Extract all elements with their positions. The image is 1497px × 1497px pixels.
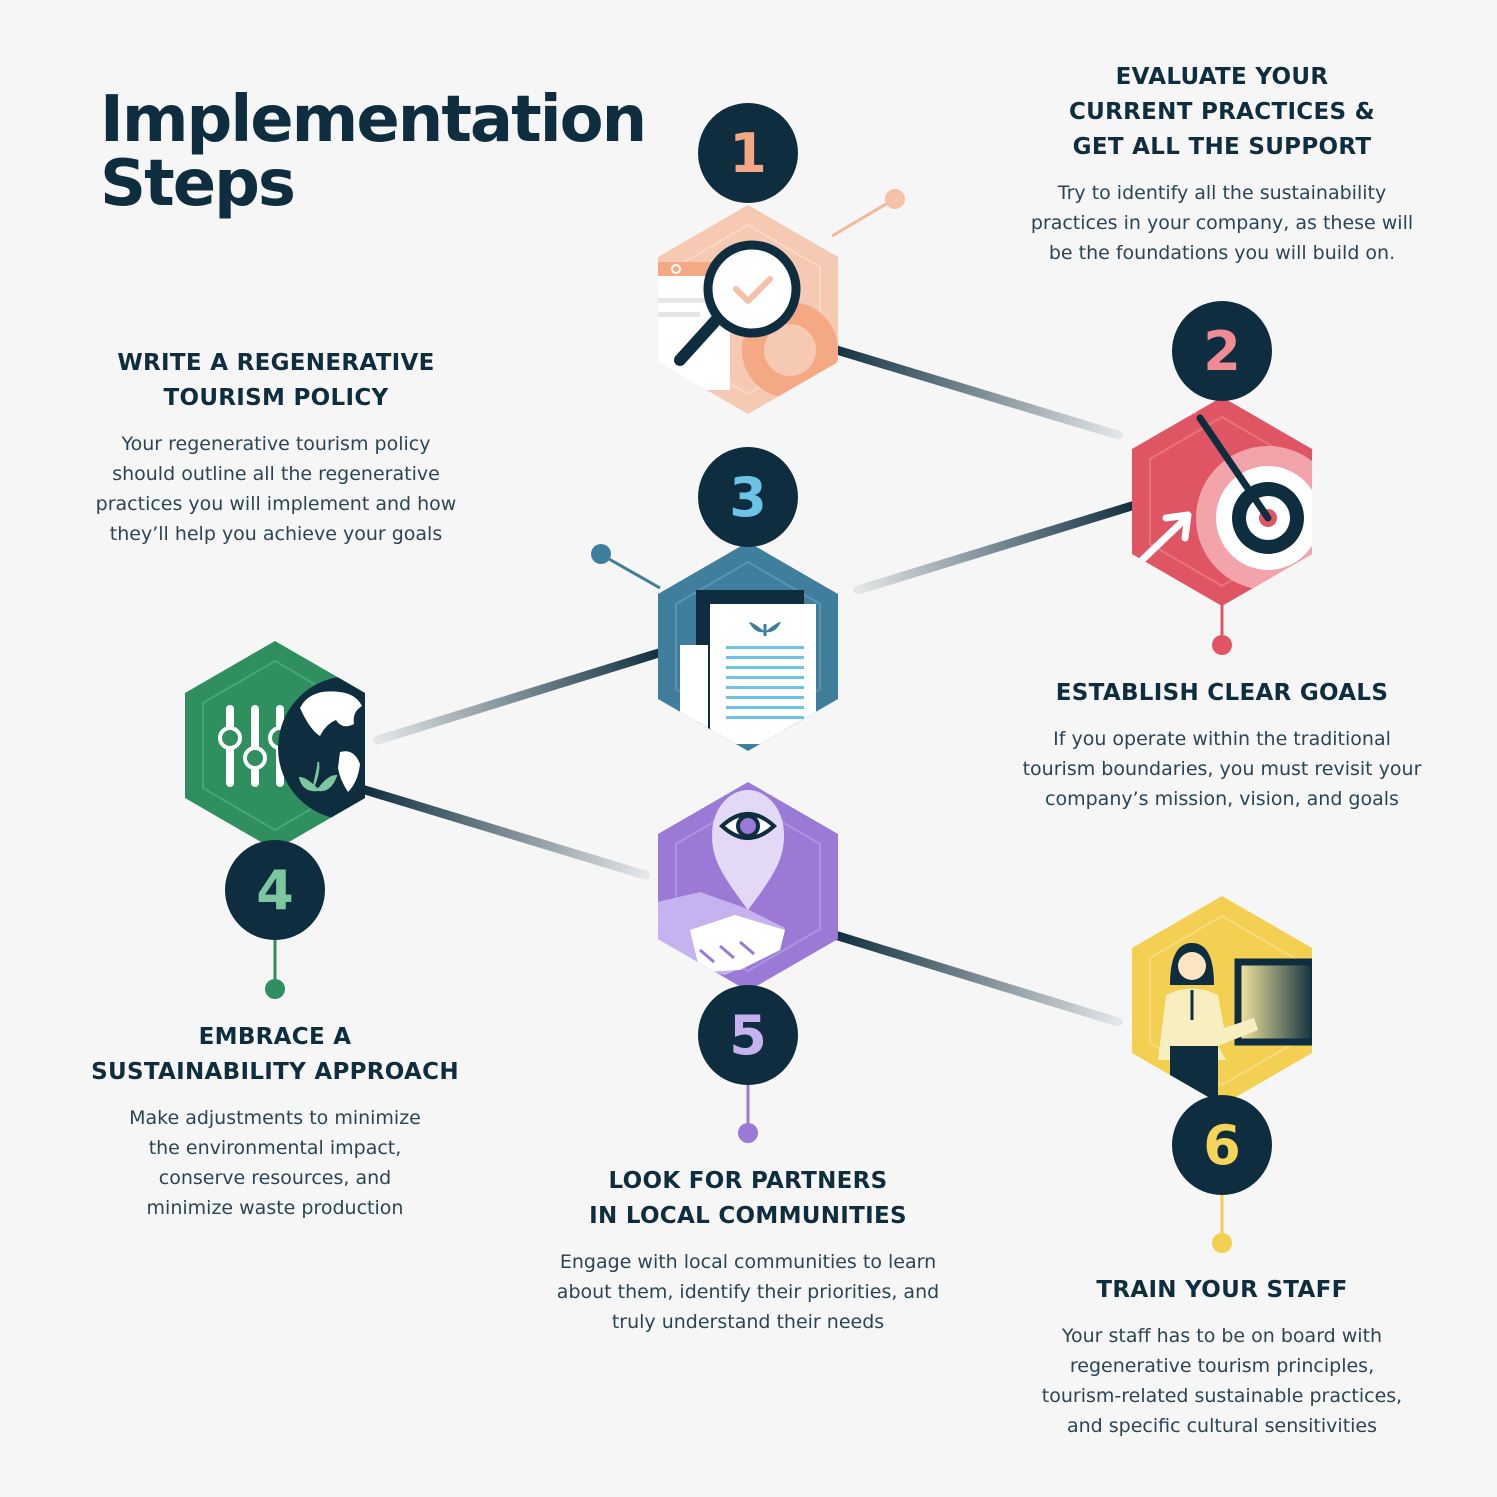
badge-step-2: 2 [1172, 301, 1272, 401]
location-pin-icon [712, 790, 784, 910]
step-6-description: Your staff has to be on board with regen… [1041, 1325, 1403, 1437]
badge-step-3: 3 [698, 447, 798, 547]
target-icon [1136, 397, 1312, 590]
step-3-description: Your regenerative tourism policy should … [95, 433, 457, 545]
step-2-heading: ESTABLISH CLEAR GOALS [1055, 680, 1389, 706]
badge-number-step-2: 2 [1203, 320, 1241, 383]
pin-step-5 [738, 1080, 758, 1143]
trainer-icon [1158, 943, 1258, 1105]
badge-number-step-6: 6 [1203, 1114, 1241, 1177]
badge-number-step-5: 5 [729, 1004, 767, 1067]
step-5-description: Engage with local communities to learn a… [556, 1251, 940, 1333]
step-5-text: LOOK FOR PARTNERS IN LOCAL COMMUNITIES E… [508, 1164, 988, 1337]
connector-4-5 [360, 785, 650, 880]
step-2-text: ESTABLISH CLEAR GOALS If you operate wit… [972, 676, 1472, 814]
hexagon-step-2 [1132, 397, 1312, 606]
badge-step-1: 1 [698, 103, 798, 203]
pin-step-2 [1212, 600, 1232, 655]
pin-step-6 [1212, 1192, 1232, 1253]
badge-step-6: 6 [1172, 1095, 1272, 1195]
hexagon-step-4 [185, 641, 365, 850]
step-1-description: Try to identify all the sustainability p… [1030, 182, 1414, 264]
step-4-description: Make adjustments to minimize the environ… [129, 1107, 421, 1219]
hexagon-step-3 [658, 542, 838, 751]
page-title: Implementation Steps [100, 83, 647, 221]
page-title-line-2: Steps [100, 147, 296, 221]
step-6-heading: TRAIN YOUR STAFF [1096, 1277, 1348, 1303]
connector-3-4 [373, 647, 667, 745]
badge-number-step-3: 3 [729, 466, 767, 529]
step-2-description: If you operate within the traditional to… [1022, 728, 1422, 810]
connector-1-2 [825, 343, 1123, 440]
step-6-text: TRAIN YOUR STAFF Your staff has to be on… [992, 1273, 1452, 1441]
step-4-heading: EMBRACE A SUSTAINABILITY APPROACH [91, 1024, 459, 1085]
badge-step-4: 4 [225, 840, 325, 940]
document-icon [680, 590, 816, 744]
step-4-text: EMBRACE A SUSTAINABILITY APPROACH Make a… [40, 1020, 510, 1223]
badge-step-5: 5 [698, 985, 798, 1085]
magnifier-icon [674, 240, 801, 366]
badge-number-step-1: 1 [729, 122, 767, 185]
badge-number-step-4: 4 [256, 859, 294, 922]
step-3-text: WRITE A REGENERATIVE TOURISM POLICY Your… [50, 346, 502, 549]
hexagon-step-6 [1132, 896, 1312, 1105]
connector-2-3 [853, 500, 1140, 595]
step-1-heading: EVALUATE YOUR CURRENT PRACTICES & GET AL… [1068, 64, 1376, 160]
pin-step-3 [591, 544, 661, 590]
step-3-heading: WRITE A REGENERATIVE TOURISM POLICY [117, 350, 435, 411]
pin-step-1 [831, 189, 905, 238]
step-5-heading: LOOK FOR PARTNERS IN LOCAL COMMUNITIES [589, 1168, 907, 1229]
step-1-text: EVALUATE YOUR CURRENT PRACTICES & GET AL… [992, 60, 1452, 268]
globe-icon [278, 676, 365, 820]
pin-step-4 [265, 935, 285, 999]
page-title-line-1: Implementation [100, 83, 647, 157]
connector-5-6 [830, 930, 1123, 1027]
hexagon-step-5 [658, 782, 838, 991]
hexagon-step-1 [658, 205, 838, 414]
connectors [360, 343, 1140, 1027]
